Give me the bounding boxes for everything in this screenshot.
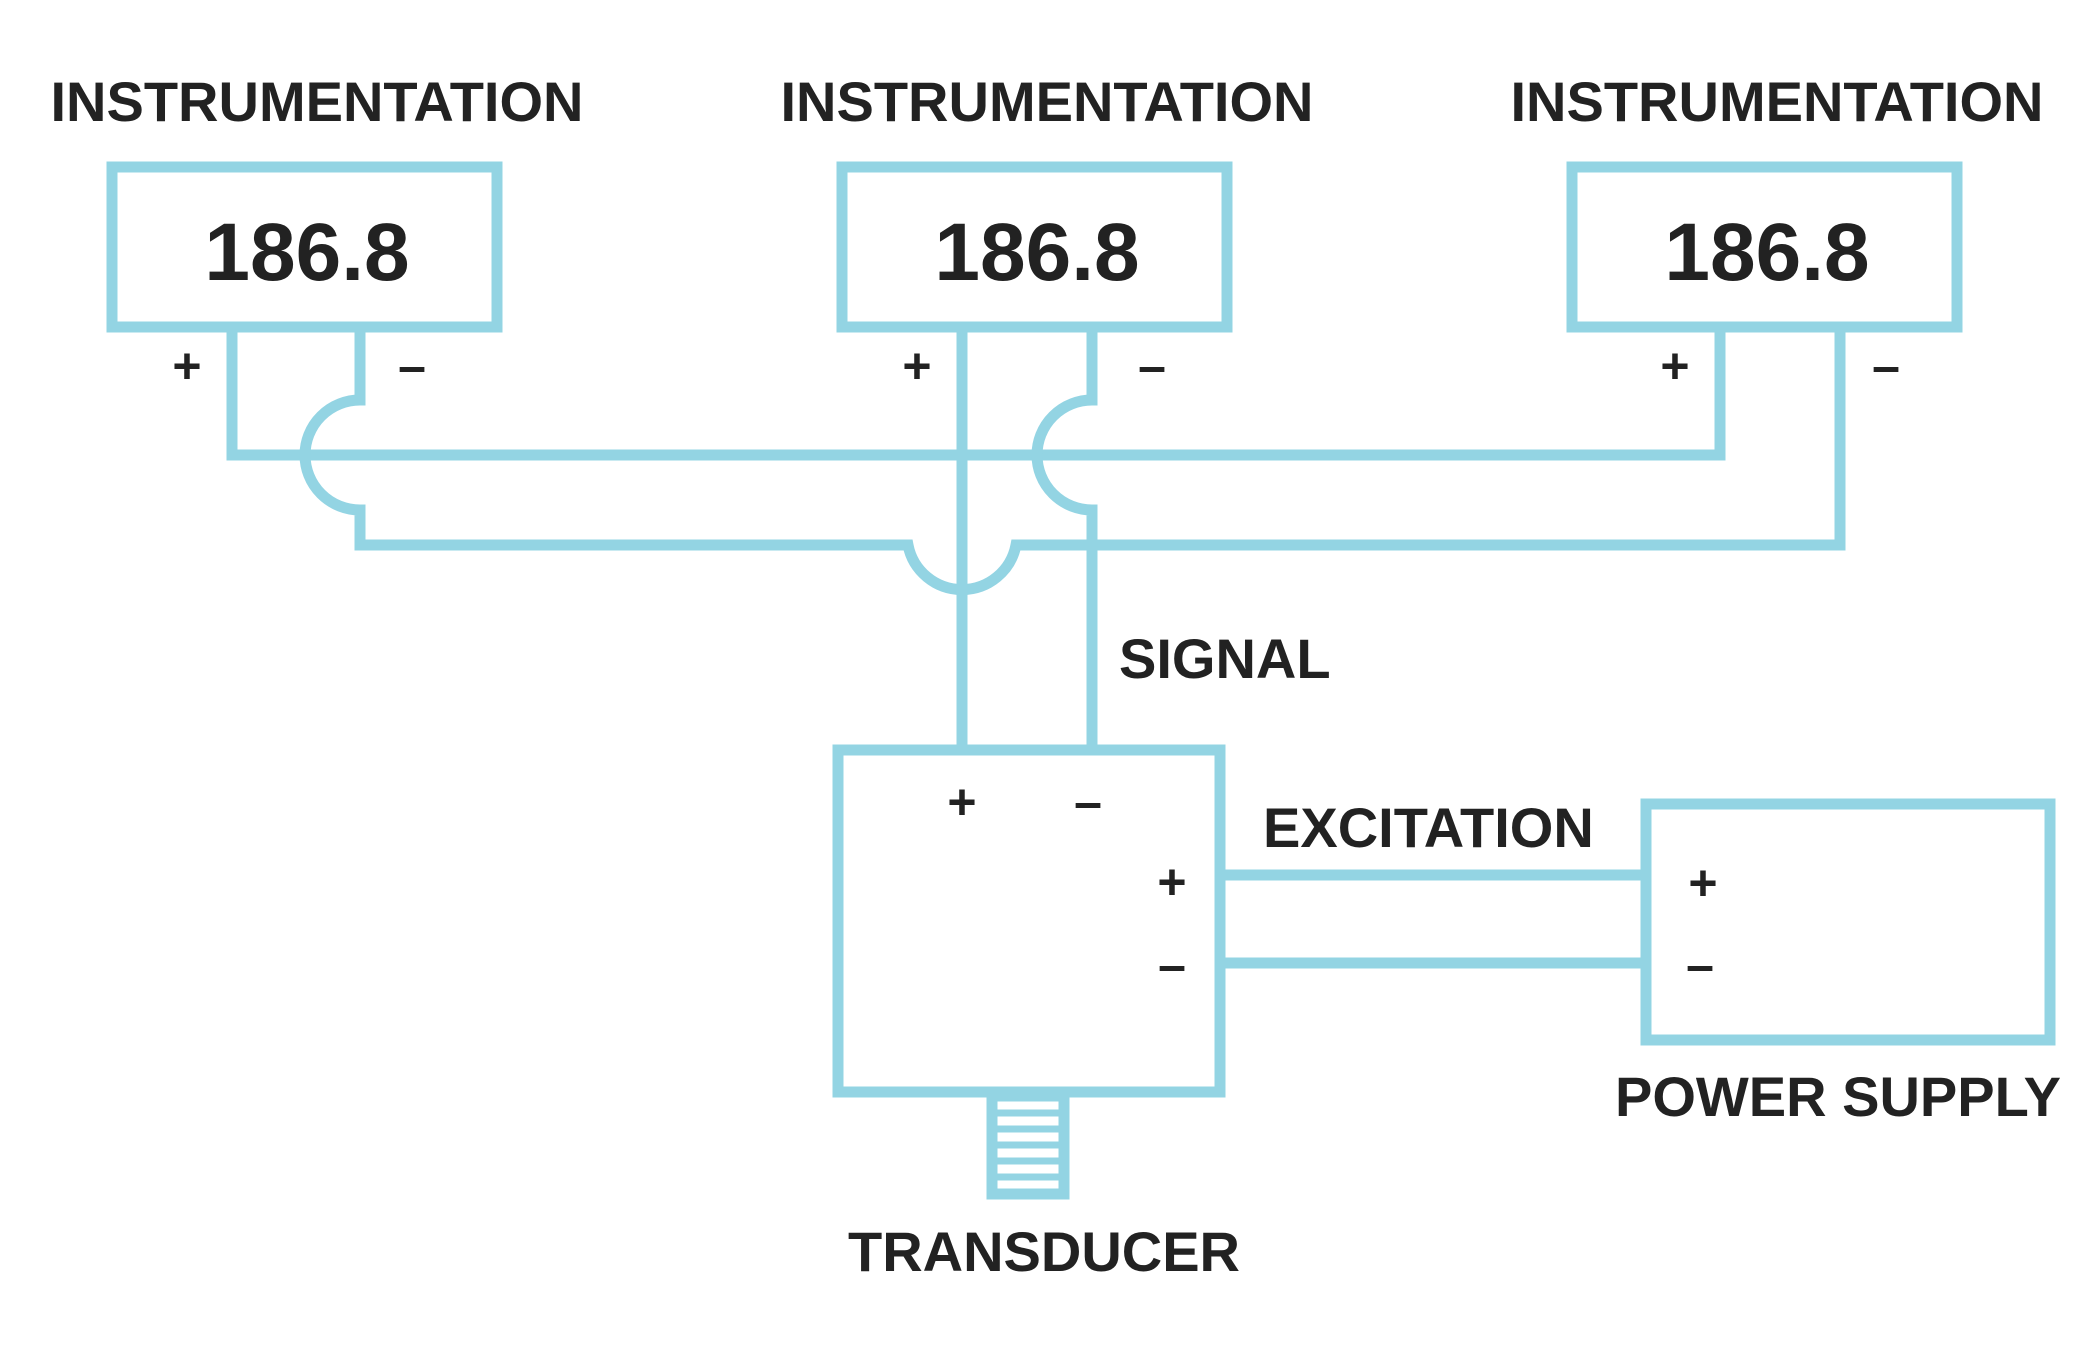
transducer-label: TRANSDUCER — [848, 1220, 1240, 1283]
wire-negative-bus — [299, 327, 1846, 595]
text-layer: INSTRUMENTATION INSTRUMENTATION INSTRUME… — [51, 70, 2062, 1283]
power-supply-label: POWER SUPPLY — [1615, 1065, 2061, 1128]
instrument-1-minus: – — [398, 338, 426, 394]
transducer-box — [832, 744, 1226, 1098]
instrument-box-3 — [1566, 161, 1963, 333]
instrument-box-1 — [106, 161, 503, 333]
transducer-signal-minus: – — [1074, 774, 1102, 830]
wire-positive-bus — [226, 327, 1726, 461]
instrument-label-2: INSTRUMENTATION — [781, 70, 1314, 133]
transducer-signal-plus: + — [947, 774, 976, 830]
instrument-box-2 — [836, 161, 1233, 333]
instrument-reading-2: 186.8 — [934, 207, 1139, 298]
instrument-3-plus: + — [1660, 338, 1689, 394]
connector-threads — [992, 1109, 1064, 1181]
instrument-2-minus: – — [1138, 338, 1166, 394]
instrument-3-minus: – — [1872, 338, 1900, 394]
wire-signal-minus — [1031, 327, 1098, 750]
excitation-label: EXCITATION — [1263, 796, 1594, 859]
power-supply-plus: + — [1688, 855, 1717, 911]
signal-label: SIGNAL — [1119, 627, 1331, 690]
power-supply-minus: – — [1686, 937, 1714, 993]
wiring-layer — [106, 161, 2056, 1200]
instrument-reading-3: 186.8 — [1664, 207, 1869, 298]
instrument-reading-1: 186.8 — [204, 207, 409, 298]
instrument-label-1: INSTRUMENTATION — [51, 70, 584, 133]
transducer-excitation-minus: – — [1158, 937, 1186, 993]
power-supply-box — [1640, 798, 2056, 1046]
transducer-excitation-plus: + — [1157, 854, 1186, 910]
instrument-label-3: INSTRUMENTATION — [1511, 70, 2044, 133]
instrument-2-plus: + — [902, 338, 931, 394]
instrument-1-plus: + — [172, 338, 201, 394]
